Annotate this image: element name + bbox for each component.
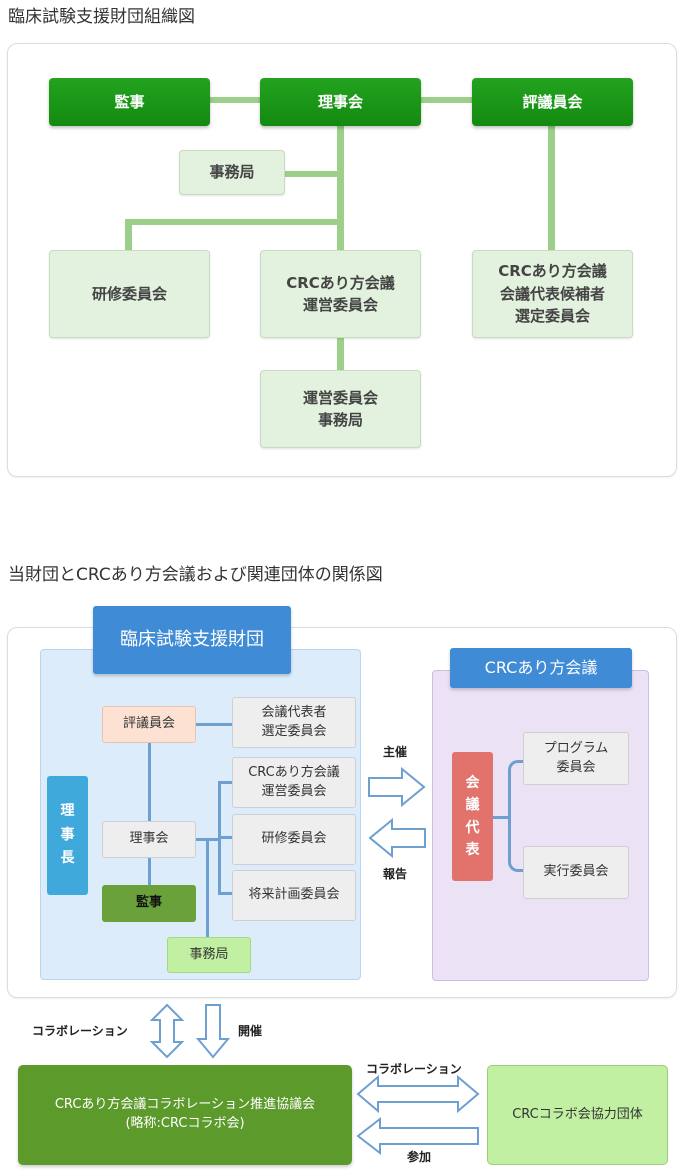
collab-left-label: コラボレーション [32, 1024, 128, 1038]
daihyo-sentei-box: 会議代表者 選定委員会 [232, 697, 356, 748]
shusai-label: 主催 [383, 745, 408, 759]
node-unei: CRCあり方会議 運営委員会 [260, 250, 421, 338]
left-arrow-icon [368, 817, 426, 859]
up-down-arrow-icon [149, 1003, 185, 1059]
left-right-arrow-icon [356, 1074, 480, 1114]
right-arrow-icon [368, 766, 426, 808]
kaisai-label: 開催 [238, 1024, 263, 1038]
jikko-iinkai-box: 実行委員会 [523, 846, 629, 899]
org-chart-title: 臨床試験支援財団組織図 [8, 7, 195, 27]
node-kanji: 監事 [49, 78, 210, 126]
connector-line [218, 781, 232, 784]
connector-line [125, 219, 344, 225]
program-iinkai-box: プログラム 委員会 [523, 732, 629, 785]
hokoku-label: 報告 [383, 867, 408, 881]
connector-line [218, 836, 232, 839]
shorai-box: 将来計画委員会 [232, 870, 356, 921]
connector-line [125, 219, 132, 250]
connector-line [206, 839, 209, 938]
collab-council-box: CRCあり方会議コラボレーション推進協議会 (略称:CRCコラボ会) [18, 1065, 352, 1165]
kenshu-box: 研修委員会 [232, 814, 356, 865]
connector-line [548, 125, 555, 251]
connector-bracket [508, 760, 524, 872]
left-arrow-icon [356, 1116, 479, 1156]
hyogiinkai-box: 評議員会 [102, 706, 196, 743]
connector-line [337, 125, 344, 251]
rijicho-box: 理 事 長 [47, 776, 88, 895]
connector-line [337, 337, 344, 371]
collab-right-label: コラボレーション [366, 1062, 462, 1076]
connector-line [493, 816, 510, 819]
node-unei-jimukyoku: 運営委員会 事務局 [260, 370, 421, 448]
connector-line [148, 740, 151, 886]
foundation-label: 臨床試験支援財団 [93, 606, 291, 674]
connector-line [218, 892, 232, 895]
node-kenshu: 研修委員会 [49, 250, 210, 338]
connector-line [284, 171, 340, 177]
node-hyogiinkai: 評議員会 [472, 78, 633, 126]
rijikai-box: 理事会 [102, 821, 196, 858]
node-jimukyoku: 事務局 [179, 150, 285, 195]
conference-label: CRCあり方会議 [450, 648, 632, 688]
node-kouho: CRCあり方会議 会議代表候補者 選定委員会 [472, 250, 633, 338]
down-arrow-icon [195, 1004, 231, 1059]
unei-box: CRCあり方会議 運営委員会 [232, 757, 356, 808]
node-rijikai: 理事会 [260, 78, 421, 126]
relation-chart-title: 当財団とCRCあり方会議および関連団体の関係図 [8, 565, 383, 585]
partner-box: CRCコラボ会協力団体 [487, 1065, 668, 1165]
kanji-box: 監事 [102, 885, 196, 922]
kaigi-daihyo-box: 会 議 代 表 [452, 752, 493, 881]
sanka-label: 参加 [407, 1150, 432, 1164]
connector-line [195, 723, 232, 726]
jimukyoku-box: 事務局 [167, 937, 251, 973]
